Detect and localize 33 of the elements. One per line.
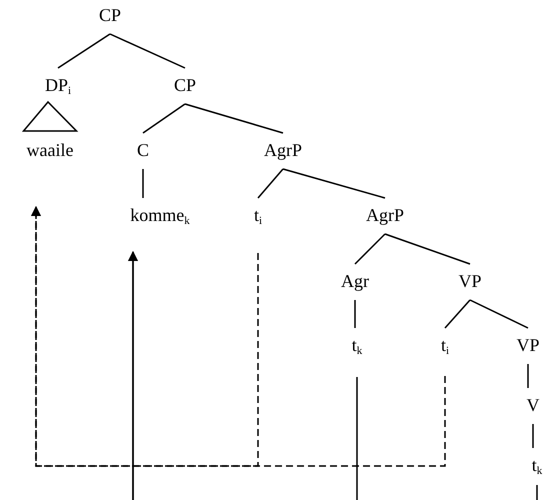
tree-node-label: AgrP	[264, 139, 302, 161]
tree-branch	[282, 168, 386, 199]
tree-branch	[110, 33, 186, 69]
tree-branch	[184, 103, 284, 134]
tree-node-label: CP	[174, 74, 196, 96]
tree-node-label: t$_{i}$	[440, 334, 450, 356]
tree-branch	[470, 299, 528, 329]
tree-node-label: DP$_{i}$	[44, 74, 72, 96]
tree-branch	[142, 103, 186, 134]
tree-node-label: C	[137, 139, 149, 161]
tree-node-label: VP	[458, 270, 482, 292]
tree-node-label: t$_{k}$	[352, 334, 362, 356]
tree-node-label: t$_{k}$	[532, 454, 542, 476]
tree-branch	[354, 233, 386, 265]
movement-arrow	[31, 206, 446, 467]
tree-node-label: V	[526, 394, 540, 416]
tree-node-label: CP	[98, 4, 122, 26]
tree-node-label: komme$_{k}$	[130, 204, 190, 226]
tree-node-label: AgrP	[366, 204, 404, 226]
tree-node-label: t$_{i}$	[254, 204, 262, 226]
tree-branch	[354, 300, 356, 328]
tree-node-label: VP	[516, 334, 540, 356]
tree-node-label: Agr	[341, 270, 369, 292]
tree-branch	[257, 168, 284, 198]
tree-node-label: waaile	[26, 139, 74, 161]
movement-arrow	[128, 251, 538, 500]
triangle-branch	[22, 100, 78, 132]
tree-branch	[142, 169, 144, 198]
tree-branch	[384, 233, 470, 265]
tree-branch	[527, 364, 529, 388]
tree-branch	[58, 33, 110, 69]
tree-branch	[532, 424, 534, 448]
tree-branch	[444, 300, 471, 328]
